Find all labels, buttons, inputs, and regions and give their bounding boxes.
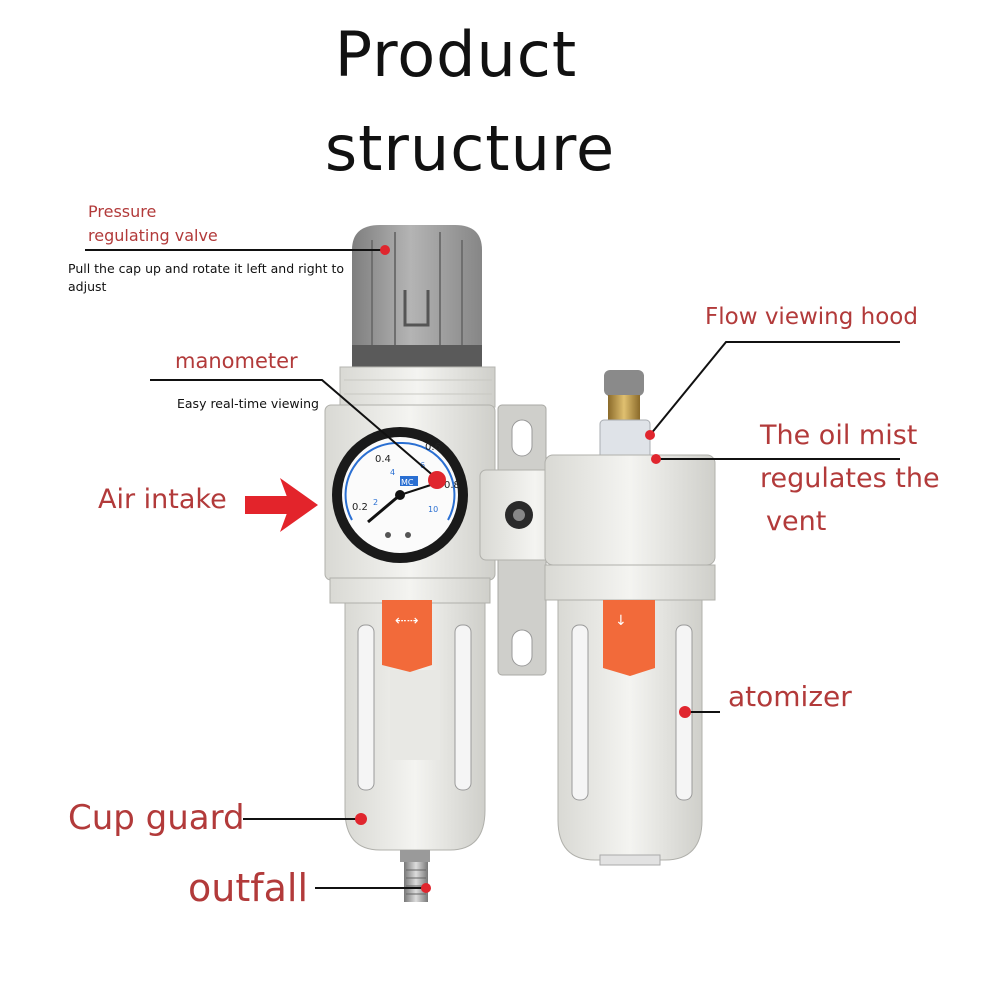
page-title-line2: structure — [324, 112, 616, 185]
oil-mist-label-line2: regulates the — [760, 463, 940, 494]
gauge-tick-3: 0.8 — [444, 480, 460, 491]
drain-outfall — [400, 850, 430, 902]
pressure-valve-label-line2: regulating valve — [88, 226, 218, 245]
outfall-label: outfall — [188, 866, 309, 910]
manometer-note: Easy real-time viewing — [177, 396, 319, 411]
cup-guard-label: Cup guard — [68, 798, 245, 838]
pressure-valve-note-line2: adjust — [68, 279, 107, 294]
leader-lines — [85, 249, 900, 889]
svg-text:⇠⇢: ⇠⇢ — [395, 613, 419, 629]
pressure-valve-label-line1: Pressure — [88, 202, 157, 221]
gauge-tick-1: 0.4 — [375, 454, 391, 465]
marker-dots — [355, 245, 691, 893]
lubricator-head — [544, 370, 716, 566]
gauge-tick-2: 0.6 — [425, 442, 441, 453]
lubricator-bowl: ↓ — [544, 564, 716, 866]
air-intake-label: Air intake — [98, 484, 227, 515]
svg-text:↓: ↓ — [615, 613, 627, 629]
svg-text:2: 2 — [373, 498, 378, 507]
svg-text:10: 10 — [428, 505, 438, 514]
air-intake-arrow — [245, 478, 318, 532]
filter-bowl: ⇠⇢ — [329, 577, 491, 851]
flow-hood-label: Flow viewing hood — [705, 304, 918, 330]
pressure-gauge: 0.2 0.4 0.6 0.8 2 4 6 10 MC — [332, 427, 468, 563]
manometer-label: manometer — [175, 349, 298, 373]
gauge-tick-0: 0.2 — [352, 502, 368, 513]
gauge-brand: MC — [401, 478, 414, 487]
oil-mist-label-line3: vent — [766, 506, 827, 537]
regulator-knob — [339, 225, 496, 408]
pressure-valve-note-line1: Pull the cap up and rotate it left and r… — [68, 261, 344, 276]
oil-mist-label-line1: The oil mist — [760, 420, 918, 451]
atomizer-label: atomizer — [728, 680, 852, 713]
svg-text:4: 4 — [390, 468, 395, 477]
page-title-line1: Product — [334, 18, 578, 91]
